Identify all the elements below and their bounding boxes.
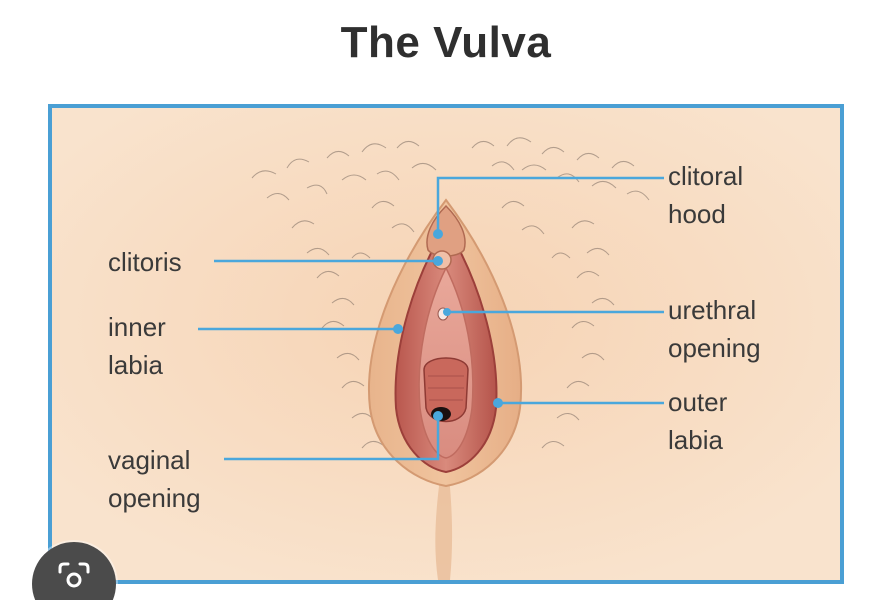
label-vaginal-opening: vaginal opening	[108, 445, 201, 513]
diagram-frame	[48, 104, 844, 584]
label-urethral-opening: urethral opening	[668, 295, 761, 363]
leader-lines	[198, 176, 664, 461]
label-clitoral-hood: clitoral hood	[668, 161, 744, 229]
label-outer-labia: outer labia	[668, 387, 728, 455]
label-clitoris: clitoris	[108, 247, 182, 277]
leader-line-clitoral-hood	[436, 176, 664, 234]
pubic-hair	[251, 137, 650, 449]
google-lens-icon	[58, 562, 90, 588]
diagram-title: The Vulva	[340, 18, 552, 67]
leader-line-vaginal-opening	[224, 416, 440, 461]
label-inner-labia: inner labia	[108, 312, 166, 380]
anatomy-illustration	[52, 108, 840, 580]
